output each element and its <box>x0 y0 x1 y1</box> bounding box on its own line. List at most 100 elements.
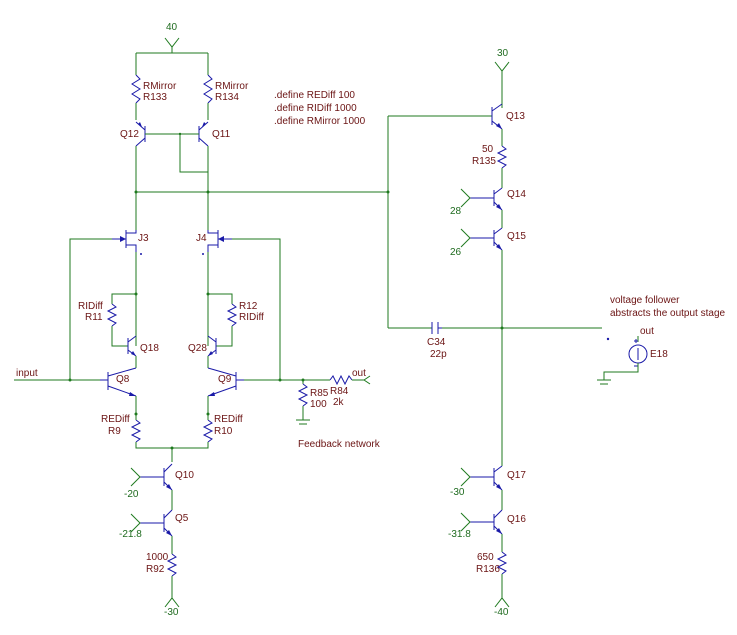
q8-label: Q8 <box>116 374 130 385</box>
j3-label: J3 <box>138 233 149 244</box>
ground-e18 <box>597 379 611 385</box>
transistor-q9: Q9 <box>207 367 244 397</box>
transistor-q15: 26 Q15 <box>450 227 526 258</box>
r133-ref: R133 <box>143 92 167 103</box>
q17-label: Q17 <box>507 470 526 481</box>
q13-label: Q13 <box>506 111 525 122</box>
transistor-q17: -30 Q17 <box>450 465 526 498</box>
r12-value: RIDiff <box>239 312 264 323</box>
r136-value: 650 <box>477 552 494 563</box>
r85-value: 100 <box>310 399 327 410</box>
supply-30: 30 <box>494 48 510 108</box>
resistor-r12: R12 RIDiff <box>226 301 264 327</box>
resistor-r85: R85 100 <box>297 383 329 410</box>
r135-value: 50 <box>482 144 494 155</box>
vf-note-2: abstracts the output stage <box>610 308 726 319</box>
jfet-j3: J3 <box>112 230 149 255</box>
drain-wires <box>135 252 209 346</box>
r92-ref: R92 <box>146 564 165 575</box>
out-label-1: out <box>352 368 366 379</box>
r136-ref: R136 <box>476 564 500 575</box>
c34-ref: C34 <box>427 337 446 348</box>
transistor-q5: -21.8 Q5 <box>119 509 189 540</box>
transistor-q12: Q12 <box>120 121 146 147</box>
transistor-q13: Q13 <box>491 103 525 130</box>
tail-wires <box>135 414 209 462</box>
r12-base-wire <box>216 326 233 347</box>
q16-label: Q16 <box>507 514 526 525</box>
c34-value: 22p <box>430 349 447 360</box>
resistor-r84: R84 2k <box>329 374 353 408</box>
r12-wire <box>208 293 233 304</box>
r134-value: RMirror <box>215 81 249 92</box>
ground-r85 <box>296 406 310 425</box>
resistor-r92: 1000 R92 <box>146 552 178 577</box>
q15-label: Q15 <box>507 231 526 242</box>
transistor-q18: Q18 <box>127 335 159 357</box>
r133-value: RMirror <box>143 81 177 92</box>
q18-label: Q18 <box>140 343 159 354</box>
resistor-r134: RMirror R134 <box>203 74 249 104</box>
supply-30-label: 30 <box>497 48 509 59</box>
e18-ground-wire <box>603 363 639 380</box>
transistor-q11: Q11 <box>198 121 231 147</box>
vm40-label: -40 <box>494 607 509 618</box>
define-ridiff: .define RIDiff 1000 <box>274 103 357 114</box>
rail-40-wire <box>135 52 209 75</box>
v26-label: 26 <box>450 247 462 258</box>
capacitor-c34: C34 22p <box>427 322 447 360</box>
q14-label: Q14 <box>507 189 526 200</box>
q28-label: Q28 <box>188 343 207 354</box>
transistor-q10: -20 Q10 <box>124 463 194 500</box>
resistor-r135: 50 R135 <box>472 144 508 169</box>
j4-label: J4 <box>196 233 207 244</box>
gate-wires <box>69 238 281 380</box>
resistor-r9: REDiff R9 <box>101 414 142 443</box>
r9-value: REDiff <box>101 414 130 425</box>
q10-label: Q10 <box>175 470 194 481</box>
resistor-r10: REDiff R10 <box>202 414 243 443</box>
resistor-r133: RMirror R133 <box>131 74 177 104</box>
mirror-base-wires <box>135 133 209 230</box>
vf-note-1: voltage follower <box>610 295 680 306</box>
r85-ref: R85 <box>310 388 329 399</box>
v28-label: 28 <box>450 206 462 217</box>
transistor-q14: 28 Q14 <box>450 187 526 217</box>
resistor-r11: RIDiff R11 <box>78 301 118 327</box>
q13-base-wire <box>387 115 492 328</box>
r10-value: REDiff <box>214 414 243 425</box>
vm30-left-label: -30 <box>164 607 179 618</box>
out-port-1 <box>352 375 371 385</box>
feedback-note: Feedback network <box>298 439 381 450</box>
r9-ref: R9 <box>108 426 121 437</box>
q11-label: Q11 <box>212 129 231 140</box>
q12-label: Q12 <box>120 129 139 140</box>
q9-label: Q9 <box>218 374 232 385</box>
r92-value: 1000 <box>146 552 169 563</box>
r11-base-wire <box>111 326 128 347</box>
q18-q28-wires <box>135 356 209 368</box>
r84-ref: R84 <box>330 386 349 397</box>
vcvs-e18: E18 <box>628 336 668 367</box>
vm21_8-label: -21.8 <box>119 529 142 540</box>
supply-40: 40 <box>164 22 180 53</box>
supply-m30-left <box>164 576 180 608</box>
resistor-r136: 650 R136 <box>476 551 508 575</box>
r134-ref: R134 <box>215 92 239 103</box>
r135-ref: R135 <box>472 156 496 167</box>
supply-40-label: 40 <box>166 22 178 33</box>
transistor-q16: -31.8 Q16 <box>448 509 526 540</box>
r12-ref: R12 <box>239 301 258 312</box>
supply-m40 <box>494 574 510 608</box>
q5-label: Q5 <box>175 513 189 524</box>
jfet-j4: J4 <box>196 230 232 255</box>
input-label: input <box>16 368 38 379</box>
define-rediff: .define REDiff 100 <box>274 90 355 101</box>
transistor-q8: Q8 <box>100 367 137 397</box>
r10-ref: R10 <box>214 426 233 437</box>
r11-value: RIDiff <box>78 301 103 312</box>
emitter-wires <box>135 396 209 414</box>
e18-label: E18 <box>650 349 668 360</box>
r11-ref: R11 <box>85 312 103 323</box>
